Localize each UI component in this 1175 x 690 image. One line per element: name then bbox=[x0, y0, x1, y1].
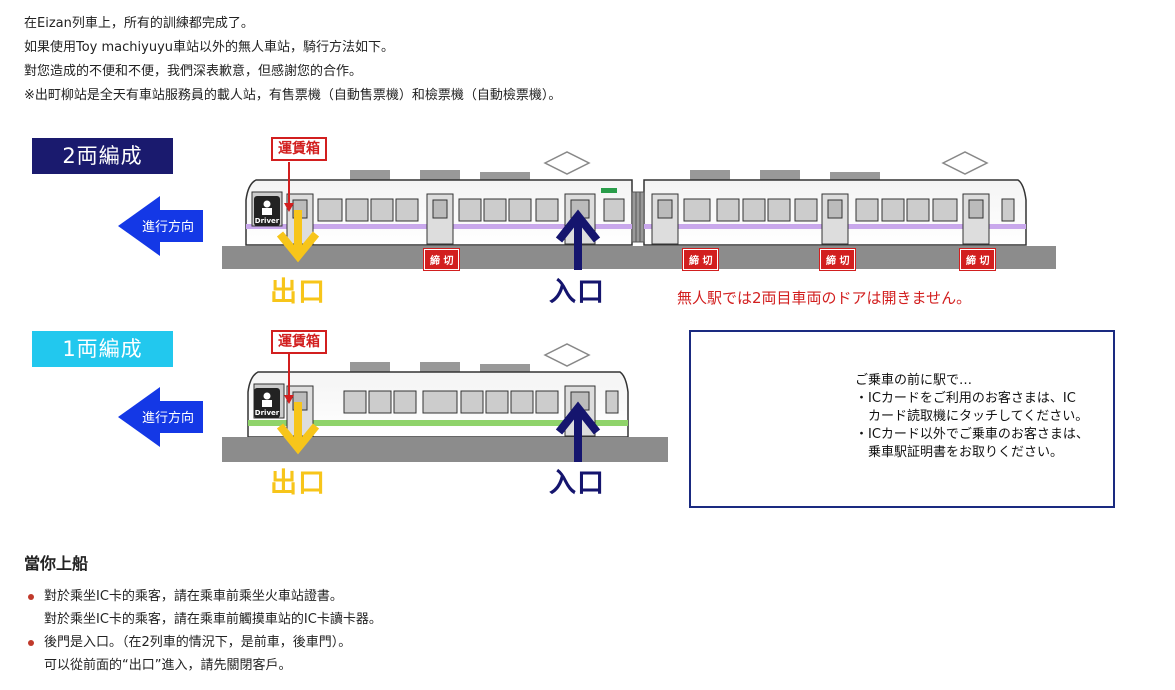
closed-door-badge: 締 切 bbox=[681, 248, 720, 271]
boarding-list: 對於乘坐IC卡的乘客，請在乘車前乘坐火車站證書。 對於乘坐IC卡的乘客，請在乘車… bbox=[24, 585, 382, 677]
closed-door-badge: 締 切 bbox=[958, 248, 997, 271]
direction-label: 進行方向 bbox=[142, 219, 194, 235]
exit-label: 出口 bbox=[270, 468, 326, 499]
intro-text: 在Eizan列車上，所有的訓練都完成了。 如果使用Toy machiyuyu車站… bbox=[24, 12, 561, 108]
ticket-info-line: ご乗車の前に駅で… bbox=[855, 373, 973, 388]
intro-line: ※出町柳站是全天有車站服務員的載人站，有售票機（自動售票機）和檢票機（自動檢票機… bbox=[24, 88, 562, 103]
list-item: 對於乘坐IC卡的乘客，請在乘車前乘坐火車站證書。 bbox=[24, 585, 382, 608]
ticket-info-line: 乗車駅証明書をお取りください。 bbox=[855, 445, 1064, 460]
list-item: 對於乘坐IC卡的乘客，請在乘車前觸摸車站的IC卡讀卡器。 bbox=[44, 612, 382, 627]
entrance-label: 入口 bbox=[549, 277, 605, 308]
driver-label: Driver bbox=[255, 409, 280, 417]
exit-arrow-icon bbox=[276, 210, 320, 263]
pantograph-icon bbox=[543, 343, 591, 367]
fare-box-label: 運賃箱 bbox=[271, 137, 327, 161]
boarding-title: 當你上船 bbox=[24, 554, 89, 573]
list-item: 可以從前面的“出口”進入，請先關閉客戶。 bbox=[44, 658, 292, 673]
direction-arrow-icon bbox=[118, 196, 203, 256]
intro-line: 如果使用Toy machiyuyu車站以外的無人車站，騎行方法如下。 bbox=[24, 40, 395, 55]
ticket-info-line: カード読取機にタッチしてください。 bbox=[855, 409, 1089, 424]
list-item: 後門是入口。（在2列車的情況下，是前車，後車門）。 bbox=[24, 631, 382, 654]
two-car-badge: 2両編成 bbox=[32, 138, 173, 174]
exit-arrow-icon bbox=[276, 402, 320, 455]
entrance-arrow-icon bbox=[555, 209, 601, 270]
ticket-info-panel bbox=[689, 330, 1115, 508]
entrance-arrow-icon bbox=[555, 401, 601, 462]
pantograph-icon bbox=[941, 151, 989, 175]
pantograph-icon bbox=[543, 151, 591, 175]
ticket-info-line: ・ICカード以外でご乗車のお客さまは、 bbox=[855, 427, 1089, 442]
direction-arrow-icon bbox=[118, 387, 203, 447]
one-car-badge: 1両編成 bbox=[32, 331, 173, 367]
platform bbox=[222, 246, 1056, 269]
entrance-label: 入口 bbox=[549, 468, 605, 499]
ticket-info-text: ご乗車の前に駅で… ・ICカードをご利用のお客さまは、IC カード読取機にタッチ… bbox=[855, 372, 1089, 462]
direction-label: 進行方向 bbox=[142, 410, 194, 426]
closed-door-badge: 締 切 bbox=[818, 248, 857, 271]
driver-label: Driver bbox=[255, 217, 280, 225]
ticket-info-line: ・ICカードをご利用のお客さまは、IC bbox=[855, 391, 1076, 406]
exit-label: 出口 bbox=[270, 277, 326, 308]
second-car-warning: 無人駅では2両目車両のドアは開きません。 bbox=[677, 289, 972, 307]
intro-line: 在Eizan列車上，所有的訓練都完成了。 bbox=[24, 16, 254, 31]
intro-line: 對您造成的不便和不便，我們深表歉意，但感謝您的合作。 bbox=[24, 64, 363, 79]
closed-door-badge: 締 切 bbox=[422, 248, 461, 271]
fare-box-label: 運賃箱 bbox=[271, 330, 327, 354]
